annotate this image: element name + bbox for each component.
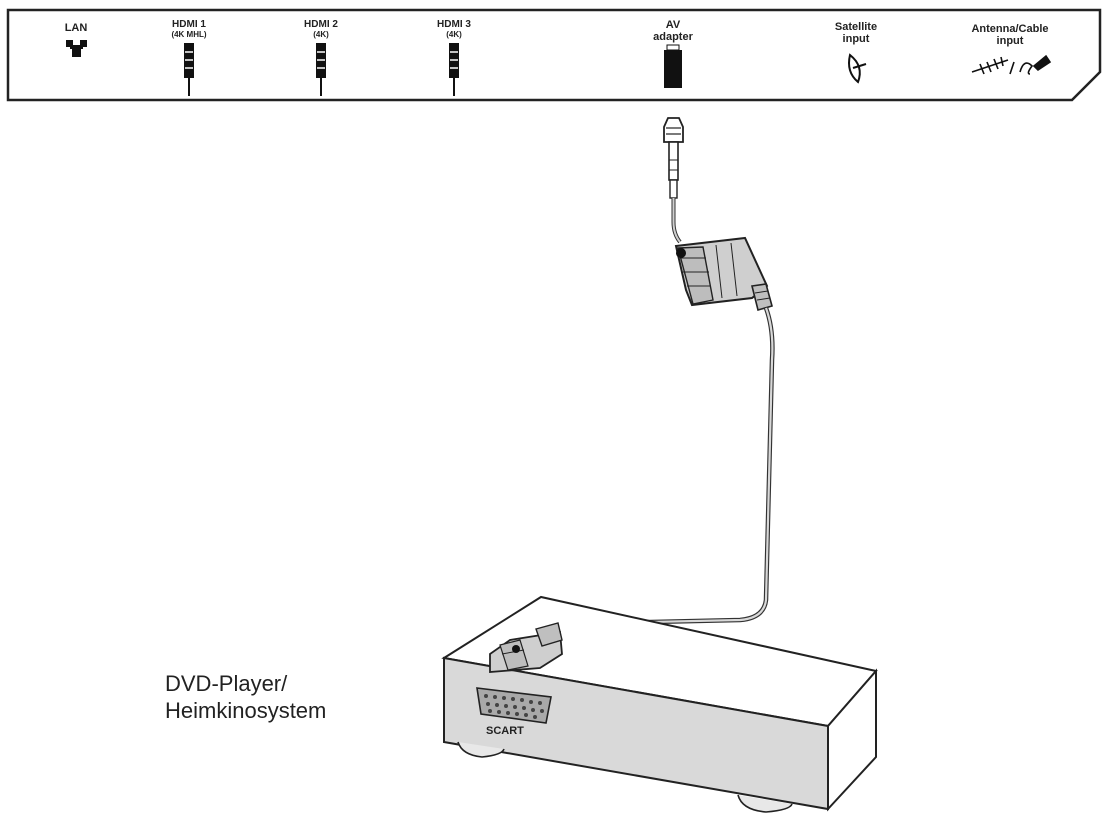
port-label-antenna: Antenna/Cable [971,23,1048,35]
port-label-satellite: Satellite [835,21,877,33]
scart-cable [559,307,775,627]
port-hdmi-3: HDMI 3 (4K) [437,19,471,96]
port-satellite: Satellite input [835,21,877,84]
device-caption-line-1: DVD-Player/ [165,671,288,696]
av-adapter-icon [664,44,682,88]
port-hdmi-2: HDMI 2 (4K) [304,19,338,96]
scart-plug-device [489,622,563,673]
scart-adapter [674,236,773,311]
hdmi-connector-icon [316,43,326,96]
hdmi-connector-icon [449,43,459,96]
av-adapter-cable [663,117,684,244]
port-sub-hdmi-1: (4K MHL) [171,30,206,39]
port-sub-hdmi-3: (4K) [446,30,462,39]
port-sub-satellite: input [843,33,870,45]
lan-icon [66,40,87,57]
satellite-icon [848,53,867,84]
port-label-hdmi-1: HDMI 1 [172,19,206,30]
port-antenna-cable: Antenna/Cable input [971,23,1052,75]
port-sub-hdmi-2: (4K) [313,30,329,39]
port-label-hdmi-3: HDMI 3 [437,19,471,30]
port-lan: LAN [65,22,88,57]
hdmi-connector-icon [184,43,194,96]
scart-socket: SCART [476,687,552,737]
tv-connection-panel [6,8,1102,102]
port-sub-av: adapter [653,31,693,43]
port-hdmi-1: HDMI 1 (4K MHL) [171,19,207,96]
port-sub-antenna: input [997,35,1024,47]
port-label-hdmi-2: HDMI 2 [304,19,338,30]
scart-label: SCART [486,725,524,737]
port-label-av: AV [666,19,681,31]
device-caption-line-2: Heimkinosystem [165,698,327,723]
port-label-lan: LAN [65,22,88,34]
device-caption: DVD-Player/ Heimkinosystem [165,670,326,724]
antenna-cable-icon [971,54,1052,75]
port-av-adapter: AV adapter [653,19,694,88]
